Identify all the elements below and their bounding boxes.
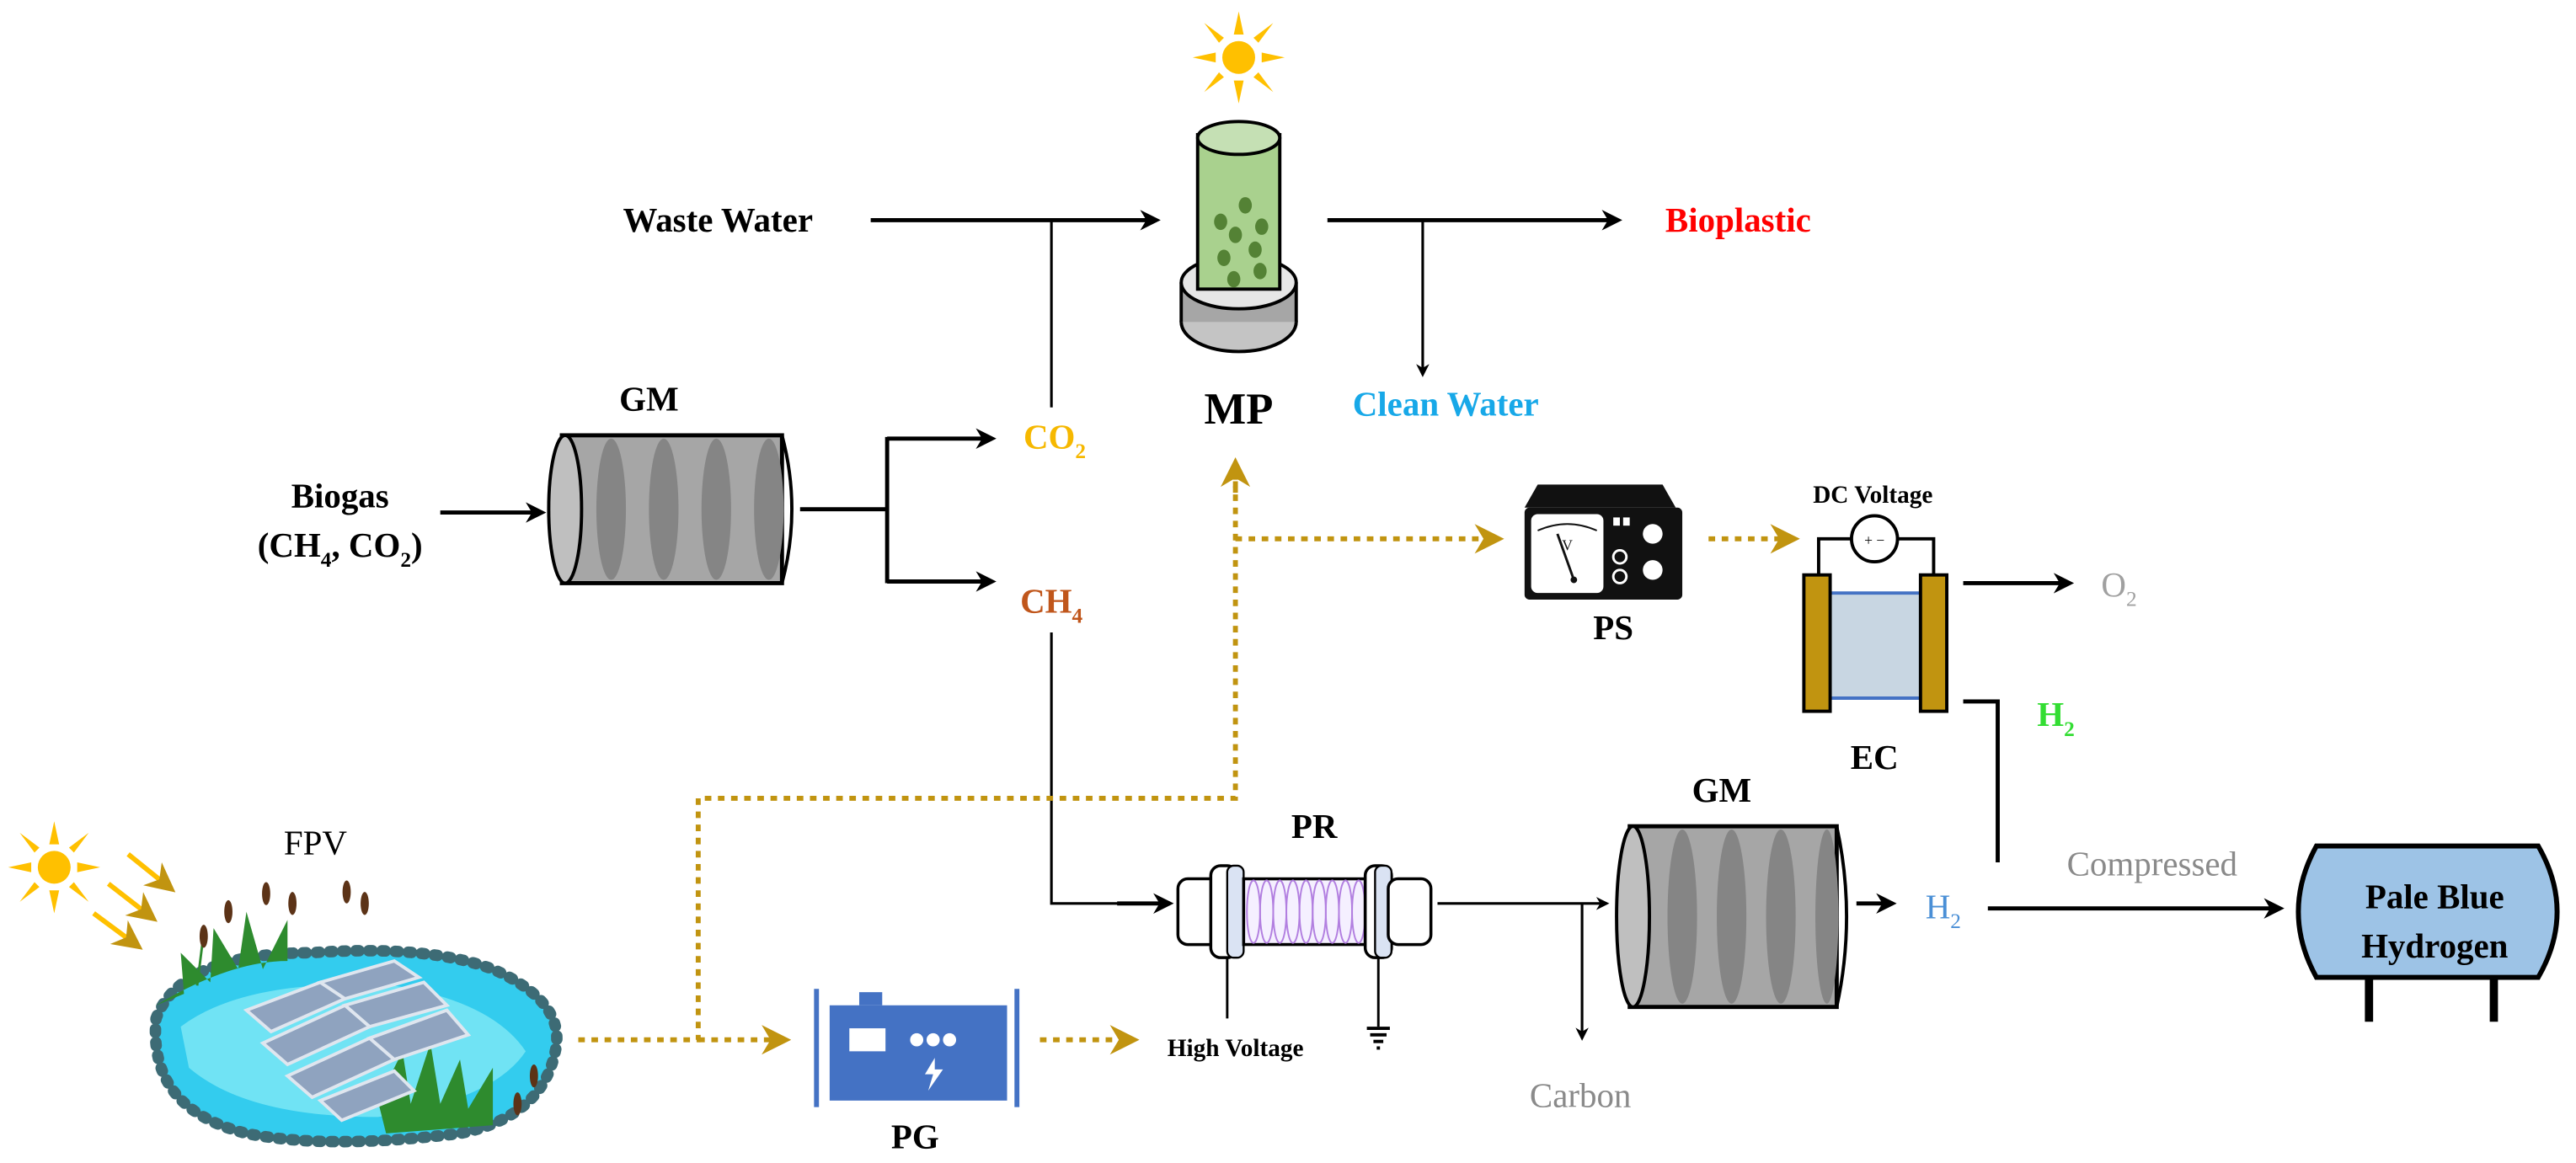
ec-label: EC [1851,739,1899,776]
clean-water-label: Clean Water [1353,385,1539,423]
power-line-fpv-to-mp [578,476,1238,1043]
photobioreactor-icon [1179,120,1298,354]
svg-text:+ −: + − [1864,532,1884,549]
carbon-label: Carbon [1530,1077,1632,1115]
ps-label: PS [1593,609,1633,647]
floating-pv-pond-icon [149,880,563,1148]
biogas-composition-label: (CH4, CO2) [258,526,423,572]
co2-label: CO2 [1023,419,1086,464]
line-ch4-to-pr [1050,632,1151,905]
biogas-label: Biogas [291,477,389,515]
pg-label: PG [891,1118,939,1155]
storage-label-line1: Pale Blue [2365,878,2504,916]
bioplastic-label: Bioplastic [1665,201,1811,239]
h2-ec-label: H2 [2037,696,2075,741]
dc-voltage-label: DC Voltage [1813,482,1932,509]
o2-label: O2 [2101,566,2136,611]
svg-text:V: V [1562,536,1573,553]
gm-top-label: GM [619,381,678,419]
gm-bottom-label: GM [1692,771,1751,809]
sun-icon [1192,11,1285,104]
storage-label-line2: Hydrogen [2361,927,2509,965]
high-voltage-label: High Voltage [1168,1035,1304,1062]
electrolysis-cell-icon: + − [1802,514,1949,713]
line-ec-h2 [1963,699,2000,863]
ground-icon [1366,1027,1390,1050]
h2-pr-label: H2 [1926,888,1961,933]
sunlight-rays-icon [92,852,176,950]
plasma-reactor-icon [1176,864,1433,1027]
ch4-label: CH4 [1020,583,1082,628]
power-supply-icon: V [1524,484,1683,600]
waste-water-label: Waste Water [623,201,813,239]
pr-label: PR [1291,808,1338,846]
sun-icon [8,821,100,914]
fpv-label: FPV [284,824,348,862]
compressed-label: Compressed [2067,846,2237,883]
gas-membrane-icon [1615,824,1848,1010]
power-generator-icon [814,989,1020,1107]
hydrogen-tank-icon [2295,843,2560,1022]
gas-membrane-icon [547,433,794,585]
mp-label: MP [1205,385,1274,434]
